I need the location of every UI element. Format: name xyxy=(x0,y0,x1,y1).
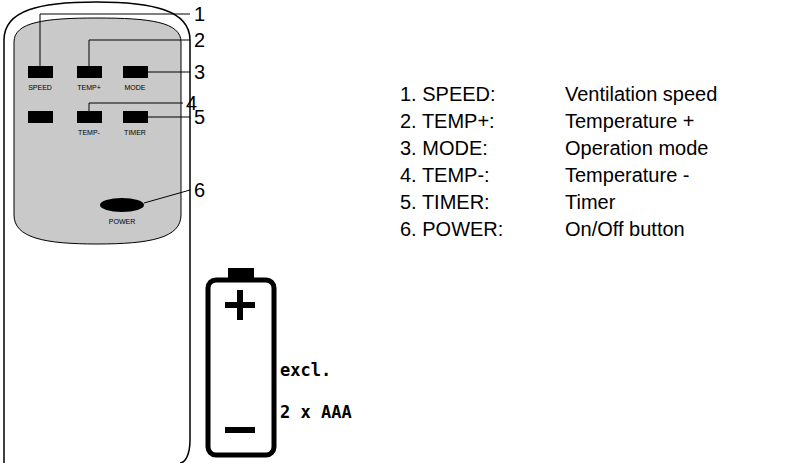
legend-key: 1. SPEED: xyxy=(400,84,496,104)
plus-sign xyxy=(225,302,255,308)
legend-key: 3. MODE: xyxy=(400,138,488,158)
callout-number: 3 xyxy=(194,62,205,82)
temp-minus-button xyxy=(77,111,102,123)
legend-key: 4. TEMP-: xyxy=(400,165,490,185)
button-panel xyxy=(14,18,181,244)
legend-key: 6. POWER: xyxy=(400,219,503,239)
legend-description: Timer xyxy=(565,192,615,212)
button-label: MODE xyxy=(125,84,146,91)
legend-description: Temperature + xyxy=(565,111,695,131)
remote-body xyxy=(4,2,190,463)
blank-button xyxy=(28,111,53,123)
temp-plus-button xyxy=(77,66,102,78)
leader-line xyxy=(89,103,183,111)
battery-outline xyxy=(208,280,274,455)
button-label: TEMP+ xyxy=(77,84,101,91)
legend-key: 5. TIMER: xyxy=(400,192,490,212)
button-label: POWER xyxy=(109,218,135,225)
legend-key: 2. TEMP+: xyxy=(400,111,495,131)
legend-description: Temperature - xyxy=(565,165,690,185)
battery-note: excl. xyxy=(280,362,331,379)
minus-sign xyxy=(225,427,255,433)
button-label: TEMP- xyxy=(78,129,100,136)
callout-number: 6 xyxy=(194,180,205,200)
callout-number: 2 xyxy=(194,30,205,50)
legend-description: Operation mode xyxy=(565,138,708,158)
button-label: SPEED xyxy=(28,84,52,91)
legend-description: On/Off button xyxy=(565,219,685,239)
callout-number: 1 xyxy=(194,4,205,24)
button-label: TIMER xyxy=(124,129,146,136)
leader-line xyxy=(40,14,190,66)
legend-description: Ventilation speed xyxy=(565,84,717,104)
leader-line xyxy=(148,117,190,118)
leader-line xyxy=(148,72,190,73)
leader-line xyxy=(89,40,190,66)
timer-button xyxy=(123,111,148,123)
speed-button xyxy=(28,66,53,78)
power-button xyxy=(100,198,144,212)
mode-button xyxy=(123,66,148,78)
leader-line xyxy=(144,190,190,203)
battery-note: 2 x AAA xyxy=(280,404,352,421)
callout-number: 5 xyxy=(194,107,205,127)
